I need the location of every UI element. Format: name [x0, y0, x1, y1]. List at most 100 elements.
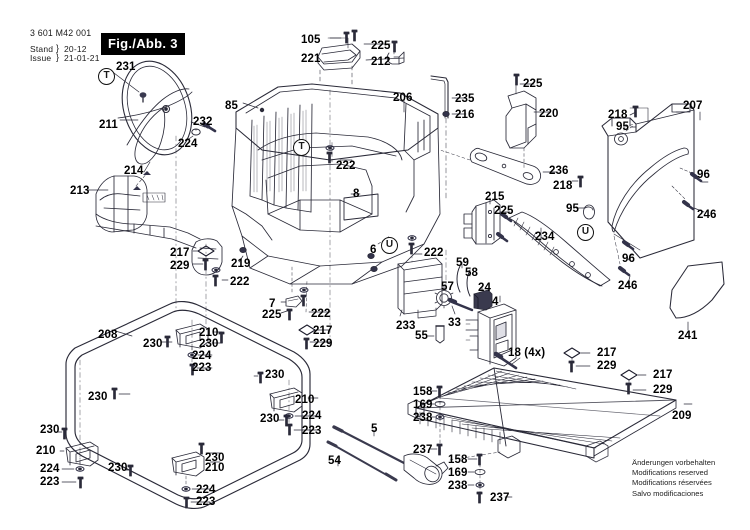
- part-callout-230: 230: [260, 413, 280, 425]
- part-callout-218: 218: [608, 109, 628, 121]
- part-callout-33: 33: [448, 317, 461, 329]
- part-callout-55: 55: [415, 330, 428, 342]
- part-callout-223: 223: [196, 496, 216, 508]
- part-callout-224: 224: [192, 350, 212, 362]
- part-callout-24: 24: [478, 282, 491, 294]
- part-callout-230: 230: [88, 391, 108, 403]
- part-callout-229: 229: [313, 338, 333, 350]
- part-rod-5: [332, 425, 449, 485]
- part-frame-208: [65, 300, 311, 510]
- part-callout-224: 224: [196, 484, 216, 496]
- part-callout-237: 237: [490, 492, 510, 504]
- part-callout-235: 235: [455, 93, 475, 105]
- part-fasteners-96-246-lower: [613, 235, 635, 285]
- document-number: 3 601 M42 001: [30, 28, 92, 38]
- issue-label: Issue: [30, 53, 52, 63]
- part-plate-217-center: [298, 324, 331, 350]
- part-callout-222: 222: [230, 276, 250, 288]
- figure-label: Fig./Abb. 3: [101, 33, 185, 55]
- part-table-insert-209: [407, 367, 693, 463]
- legal-line-fr: Modifications réservées: [632, 478, 712, 488]
- part-callout-210: 210: [295, 394, 315, 406]
- part-callout-230: 230: [205, 452, 225, 464]
- part-gear-57: [434, 285, 454, 309]
- part-callout-241: 241: [678, 330, 698, 342]
- part-nut-232: [190, 121, 217, 133]
- part-callout-222: 222: [424, 247, 444, 259]
- part-plate-241: [669, 261, 725, 331]
- part-callout-224: 224: [178, 138, 198, 150]
- part-switch-4: [465, 303, 517, 367]
- part-fasteners-upper-158-set: [429, 385, 446, 456]
- part-callout-224: 224: [40, 463, 60, 475]
- part-callout-217: 217: [597, 347, 617, 359]
- circled-marker-t-center: T: [293, 139, 310, 156]
- part-callout-238: 238: [413, 412, 433, 424]
- part-callout-218: 218: [553, 180, 573, 192]
- part-callout-232: 232: [193, 116, 213, 128]
- part-callout-217: 217: [313, 325, 333, 337]
- part-callout-217: 217: [653, 369, 673, 381]
- part-box-233: [397, 257, 443, 319]
- brace-lower: }: [56, 52, 60, 62]
- part-handwheel-211: [117, 60, 193, 165]
- part-callout-222: 222: [336, 160, 356, 172]
- circled-marker-u-center: U: [381, 237, 398, 254]
- part-callout-230: 230: [199, 338, 219, 350]
- part-callout-231: 231: [116, 61, 136, 73]
- part-callout-210: 210: [36, 445, 56, 457]
- part-callout-210: 210: [205, 462, 225, 474]
- part-callout-221: 221: [301, 53, 321, 65]
- part-callout-18-4x: 18 (4x): [508, 347, 546, 359]
- part-callout-212: 212: [371, 56, 391, 68]
- part-screws-225-215: [496, 212, 513, 243]
- part-callout-225: 225: [262, 309, 282, 321]
- part-callout-237: 237: [413, 444, 433, 456]
- part-callout-213: 213: [70, 185, 90, 197]
- part-pin-33: [447, 297, 474, 315]
- part-link-236: [469, 147, 557, 185]
- legal-notice: Änderungen vorbehalten Modifications res…: [632, 458, 715, 499]
- part-block-24: [473, 289, 493, 311]
- part-callout-59: 59: [456, 257, 469, 269]
- issue-value: 21-01-21: [64, 53, 100, 63]
- part-pin-55: [427, 325, 445, 344]
- part-callout-7: 7: [269, 298, 276, 310]
- part-rail-246-inner: [611, 147, 689, 233]
- part-callout-236: 236: [549, 165, 569, 177]
- part-callout-85: 85: [225, 100, 238, 112]
- part-callout-210: 210: [199, 327, 219, 339]
- part-callout-169: 169: [413, 399, 433, 411]
- brace-upper: }: [56, 43, 60, 53]
- part-callout-58: 58: [465, 267, 478, 279]
- part-callout-225: 225: [371, 40, 391, 52]
- part-rod-54: [326, 440, 398, 482]
- part-callout-230: 230: [108, 462, 128, 474]
- part-callout-206: 206: [393, 92, 413, 104]
- part-callout-158: 158: [448, 454, 468, 466]
- part-plates-217-grate: [563, 347, 647, 395]
- part-callout-229: 229: [597, 360, 617, 372]
- part-screw-218-b: [632, 105, 639, 118]
- part-callout-230: 230: [143, 338, 163, 350]
- part-callout-225: 225: [523, 78, 543, 90]
- part-callout-223: 223: [192, 362, 212, 374]
- part-callout-230: 230: [40, 424, 60, 436]
- part-callout-4: 4: [492, 296, 499, 308]
- part-cover-220: [505, 90, 537, 149]
- part-washer-224: [185, 128, 201, 142]
- circled-marker-u-right: U: [577, 224, 594, 241]
- part-clip-7: [280, 265, 303, 321]
- stand-value: 20-12: [64, 44, 87, 54]
- part-callout-158: 158: [413, 386, 433, 398]
- part-callout-216: 216: [455, 109, 475, 121]
- part-callout-96: 96: [697, 169, 710, 181]
- part-callout-105: 105: [301, 34, 321, 46]
- part-callout-8: 8: [353, 188, 360, 200]
- part-bracket-213: [95, 175, 223, 276]
- part-callout-57: 57: [441, 281, 454, 293]
- part-callout-5: 5: [371, 423, 378, 435]
- part-callout-223: 223: [40, 476, 60, 488]
- part-plate-221: [317, 43, 361, 71]
